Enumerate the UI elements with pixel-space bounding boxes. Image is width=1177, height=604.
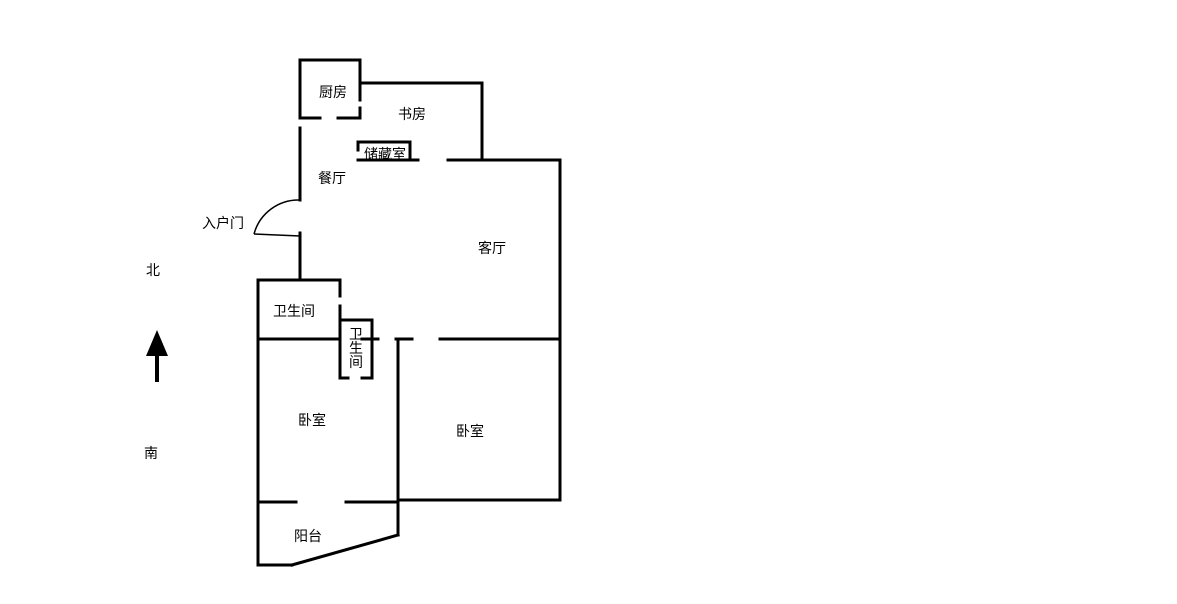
living-room-label: 客厅 [478,240,506,257]
bedroom-left-label: 卧室 [298,412,326,429]
study-label: 书房 [398,107,426,123]
dining-label: 餐厅 [318,171,346,187]
bathroom-label: 卫生间 [273,304,315,320]
walls [256,58,562,567]
small-bathroom-label-3: 间 [349,355,363,371]
entrance-door-arc-icon [253,199,301,235]
small-bathroom-label-1: 卫 [349,327,363,343]
entrance-label: 入户门 [202,215,244,232]
south-label: 南 [144,446,158,462]
small-bathroom-label-2: 生 [349,341,363,357]
bedroom-right-label: 卧室 [456,423,484,440]
kitchen-label: 厨房 [319,85,347,101]
storage-label: 储藏室 [364,146,406,163]
north-label: 北 [146,263,160,279]
balcony-label: 阳台 [294,529,322,545]
north-arrow-icon [146,330,168,382]
